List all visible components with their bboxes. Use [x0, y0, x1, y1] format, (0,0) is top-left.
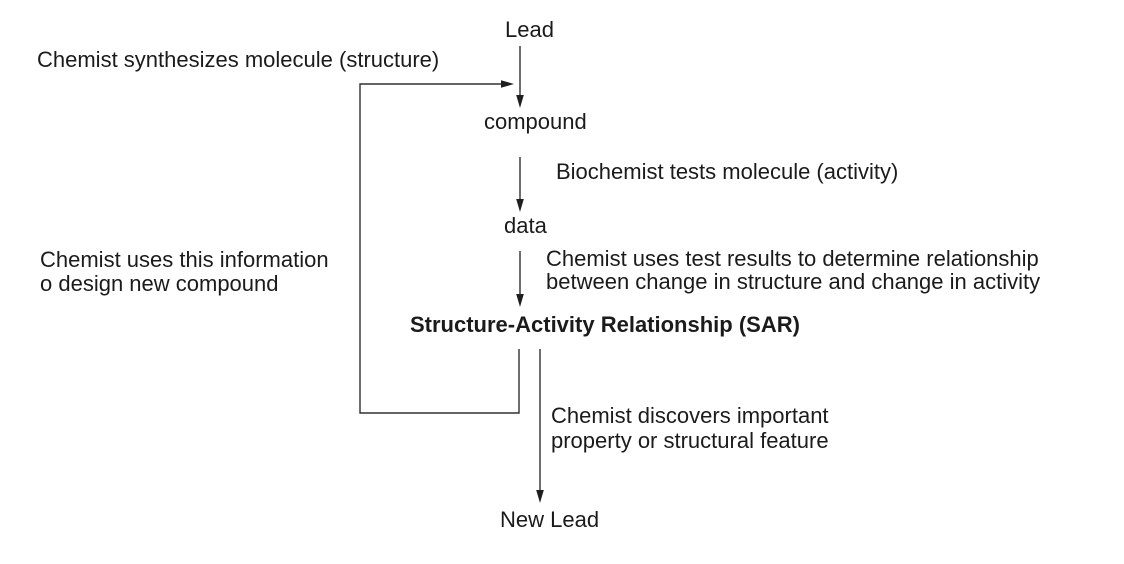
annotation-feedback: Chemist uses this information o design n…: [40, 248, 329, 296]
arrow-compound-to-data: [516, 157, 524, 212]
node-compound: compound: [484, 109, 587, 134]
annotation-discover-line2: property or structural feature: [551, 428, 829, 453]
node-data: data: [504, 213, 547, 238]
annotation-relationship-line1: Chemist uses test results to determine r…: [546, 246, 1039, 271]
node-new-lead: New Lead: [500, 507, 600, 532]
node-sar: Structure-Activity Relationship (SAR): [410, 312, 800, 337]
annotation-relationship: Chemist uses test results to determine r…: [546, 247, 1040, 293]
annotation-synthesize: Chemist synthesizes molecule (structure): [37, 47, 440, 72]
arrow-sar-to-new-lead: [536, 349, 544, 503]
annotation-discover: Chemist discovers important property or …: [551, 403, 829, 453]
annotation-feedback-line2: o design new compound: [40, 271, 279, 296]
arrow-lead-to-compound: [516, 46, 524, 108]
annotation-relationship-line2: between change in structure and change i…: [546, 269, 1041, 294]
annotation-feedback-line1: Chemist uses this information: [40, 247, 329, 272]
node-lead: Lead: [505, 17, 554, 42]
arrow-data-to-sar: [516, 251, 524, 307]
annotation-test: Biochemist tests molecule (activity): [556, 159, 899, 184]
annotation-discover-line1: Chemist discovers important: [551, 403, 829, 428]
